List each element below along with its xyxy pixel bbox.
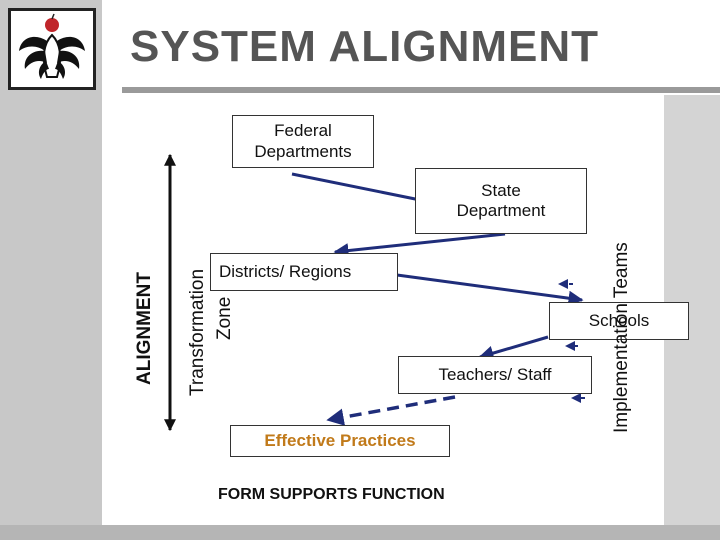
arrow-state-to-districts: [333, 232, 506, 259]
transformation-label: Transformation: [187, 268, 208, 396]
implementation-teams-label: Implementation Teams: [611, 242, 632, 433]
footer-text: FORM SUPPORTS FUNCTION: [218, 486, 445, 503]
arrow-federal-to-state: [291, 172, 432, 207]
bottom-bar: [0, 525, 720, 540]
effective-practices-box: Effective Practices: [230, 425, 450, 457]
teachers-staff-box: Teachers/ Staff: [398, 356, 592, 394]
state-department-box: State Department: [415, 168, 587, 234]
logo: [8, 8, 96, 90]
arrow-teachers-to-practices: [326, 395, 456, 426]
arrow-districts-to-schools: [396, 273, 584, 306]
districts-regions-box: Districts/ Regions: [210, 253, 398, 291]
slide-title: SYSTEM ALIGNMENT: [130, 22, 600, 71]
schools-box: Schools: [549, 302, 689, 340]
apple-tree-logo-icon: [19, 13, 85, 79]
federal-departments-box: Federal Departments: [232, 115, 374, 168]
zone-label: Zone: [214, 296, 235, 340]
arrow-schools-to-teachers: [478, 335, 549, 361]
title-rule: [122, 87, 720, 93]
alignment-label: ALIGNMENT: [134, 272, 155, 385]
